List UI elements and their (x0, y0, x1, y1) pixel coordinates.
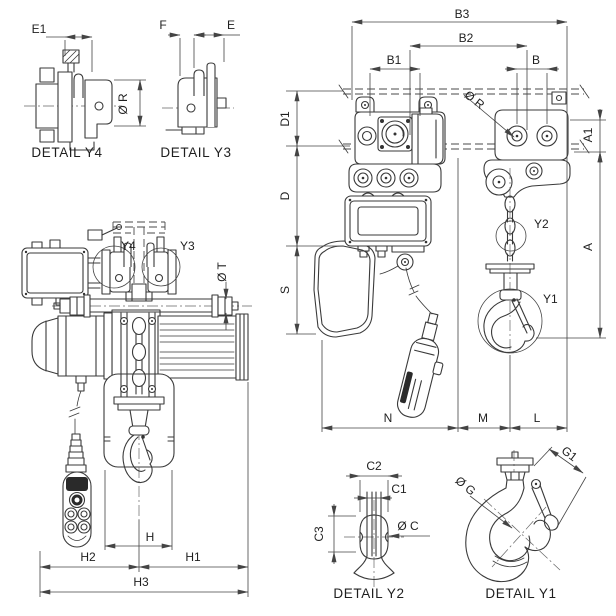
dim-label-r-y4: Ø R (116, 93, 130, 115)
limit-switch-lever (87, 223, 123, 241)
pendant-cable-side (405, 267, 433, 315)
dim-label-a: A (581, 243, 595, 251)
callout-circle-y3 (141, 247, 181, 287)
dim-label-b: B (532, 53, 540, 67)
detail-y4-view: E1 Ø R DETAIL Y4 (24, 22, 146, 160)
dim-label-h1: H1 (185, 550, 201, 564)
hook-block-front (122, 409, 153, 520)
dim-label-c2: C2 (366, 459, 382, 473)
detail-y4-title: DETAIL Y4 (31, 145, 102, 160)
detail-y1-view: Ø G G1 DETAIL Y1 (453, 443, 587, 601)
dim-label-t: Ø T (215, 261, 229, 281)
y2-chain-link (344, 491, 404, 590)
control-box (344, 192, 432, 275)
detail-y3-title: DETAIL Y3 (160, 145, 231, 160)
dim-label-d1: D1 (278, 111, 292, 127)
trolley-right (483, 91, 571, 198)
detail-y2-view: C2 C1 Ø C C3 DETAIL Y2 (312, 459, 430, 601)
callout-label-y3: Y3 (180, 239, 195, 253)
dim-label-c3: C3 (312, 526, 326, 542)
dim-label-e1: E1 (32, 22, 47, 36)
dim-label-b2: B2 (459, 31, 474, 45)
pendant-front (62, 390, 92, 548)
y2-dimensions: C2 C1 Ø C C3 (312, 459, 430, 564)
dim-label-h2: H2 (80, 550, 96, 564)
dim-label-n: N (384, 411, 393, 425)
pendant-control-side (396, 312, 444, 418)
dim-label-d: D (278, 191, 292, 200)
dim-label-e: E (227, 18, 235, 32)
load-chain-side (504, 168, 516, 352)
electrical-box (21, 239, 101, 306)
y4-dimensions: E1 Ø R (32, 22, 146, 127)
dim-label-g: Ø G (453, 473, 479, 498)
dim-label-g1: G1 (559, 443, 580, 464)
y3-dimensions: F E (159, 18, 240, 76)
dim-label-h: H (146, 530, 155, 544)
detail-y2-title: DETAIL Y2 (333, 586, 404, 601)
dim-label-l: L (534, 411, 541, 425)
dim-label-f: F (159, 18, 166, 32)
detail-y1-title: DETAIL Y1 (485, 586, 556, 601)
dim-label-b1: B1 (387, 53, 402, 67)
dim-label-r-side: Ø R (462, 88, 488, 112)
callout-label-y2: Y2 (534, 217, 549, 231)
callout-label-y4: Y4 (121, 239, 136, 253)
front-view: Y4 Y3 (21, 221, 252, 597)
y3-bracket (162, 62, 234, 135)
detail-y3-view: F E DETAIL Y3 (159, 18, 240, 160)
callout-circle-y1 (477, 288, 543, 354)
trolley-left (348, 96, 446, 193)
y4-bracket (24, 49, 122, 151)
side-view: Y2 Y1 B3 B2 B1 B Ø R D1 D S (278, 7, 606, 432)
dim-label-h3: H3 (133, 575, 149, 589)
y1-hook (465, 450, 561, 583)
dim-label-b3: B3 (455, 7, 470, 21)
hook-block-side (483, 263, 535, 353)
front-view-dimensions: Ø T H H1 H2 H3 (39, 261, 249, 597)
trolley-front (101, 236, 177, 302)
callout-label-y1: Y1 (543, 292, 558, 306)
dim-label-m: M (478, 411, 488, 425)
callout-circle-y2 (495, 220, 527, 252)
dim-label-s: S (278, 286, 292, 294)
dim-label-c: Ø C (397, 519, 419, 533)
dim-label-c1: C1 (391, 482, 407, 496)
callout-circle-y4 (92, 245, 136, 289)
dim-label-a1: A1 (581, 127, 595, 142)
chain-bag-side (313, 240, 376, 338)
